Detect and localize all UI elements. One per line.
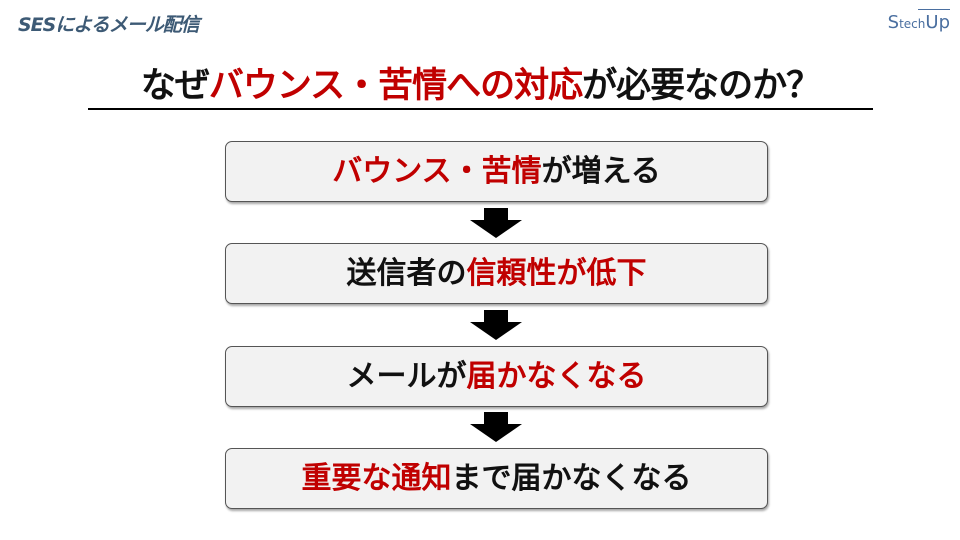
down-arrow-icon: [470, 208, 522, 240]
step-text: 信頼性が低下: [466, 256, 647, 291]
title-seg-emphasis: バウンス・苦情への対応: [208, 66, 583, 106]
title-seg: なぜ: [140, 66, 210, 106]
step-text: バウンス・苦情: [332, 154, 542, 189]
flow-step-1: バウンス・苦情が増える: [225, 141, 768, 202]
flow-step-4: 重要な通知まで届かなくなる: [225, 448, 768, 509]
slide-title: なぜバウンス・苦情への対応が必要なのか？: [88, 66, 873, 110]
title-seg: が必要なのか？: [582, 66, 821, 106]
step-text: が増える: [541, 154, 661, 189]
step-text: 届かなくなる: [466, 359, 647, 394]
slide-header: SESによるメール配信: [18, 14, 200, 36]
down-arrow-icon: [470, 310, 522, 342]
flow-step-2: 送信者の信頼性が低下: [225, 243, 768, 304]
step-text: メールが: [346, 359, 467, 394]
stechup-logo: StechUp: [888, 9, 950, 33]
flow-step-3: メールが届かなくなる: [225, 346, 768, 407]
step-text: まで届かなくなる: [451, 461, 692, 496]
step-text: 送信者の: [346, 256, 467, 291]
down-arrow-icon: [470, 412, 522, 444]
step-text: 重要な通知: [301, 461, 452, 496]
